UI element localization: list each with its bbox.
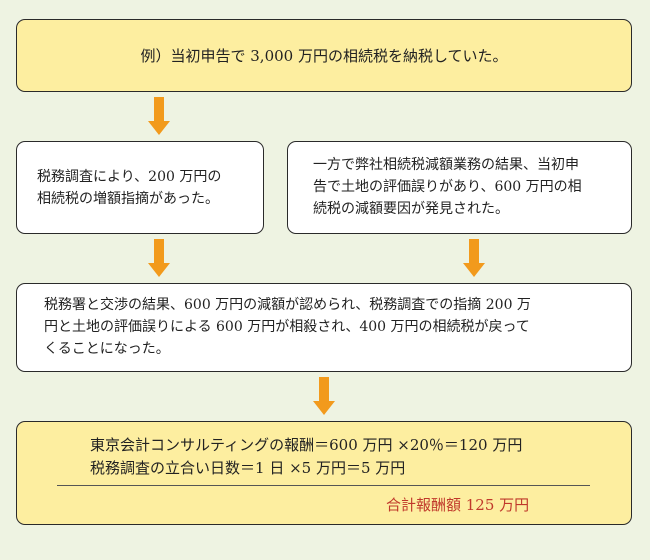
tax-decrease-line-2: 告で土地の評価誤りがあり、600 万円の相 [313,179,582,195]
down-arrow-icon [148,97,170,135]
example-text: 例）当初申告で 3,000 万円の相続税を納税していた。 [140,46,508,65]
result-line-1: 税務署と交渉の結果、600 万円の減額が認められ、税務調査での指摘 200 万 [44,297,531,313]
total-fee: 合計報酬額 125 万円 [386,496,530,514]
tax-increase-box: 税務調査により、200 万円の 相続税の増額指摘があった。 [16,141,264,234]
example-box: 例）当初申告で 3,000 万円の相続税を納税していた。 [16,19,632,92]
divider [57,485,590,486]
audit-attendance-line: 税務調査の立合い日数＝1 日 ×5 万円＝5 万円 [90,459,406,477]
result-line-2: 円と土地の評価誤りによる 600 万円が相殺され、400 万円の相続税が戻って [44,319,530,335]
down-arrow-icon [463,239,485,277]
tax-decrease-line-3: 続税の減額要因が発見された。 [313,201,509,217]
fee-box: 東京会計コンサルティングの報酬＝600 万円 ×20％＝120 万円 税務調査の… [16,421,632,525]
tax-decrease-line-1: 一方で弊社相続税減額業務の結果、当初申 [313,157,579,173]
down-arrow-icon [313,377,335,415]
fee-calculation-line: 東京会計コンサルティングの報酬＝600 万円 ×20％＝120 万円 [90,436,523,454]
down-arrow-icon [148,239,170,277]
result-line-3: くることになった。 [44,341,170,357]
negotiation-result-box: 税務署と交渉の結果、600 万円の減額が認められ、税務調査での指摘 200 万 … [16,283,632,372]
tax-increase-line-2: 相続税の増額指摘があった。 [37,191,219,207]
tax-decrease-box: 一方で弊社相続税減額業務の結果、当初申 告で土地の評価誤りがあり、600 万円の… [287,141,632,234]
tax-increase-line-1: 税務調査により、200 万円の [37,169,222,185]
